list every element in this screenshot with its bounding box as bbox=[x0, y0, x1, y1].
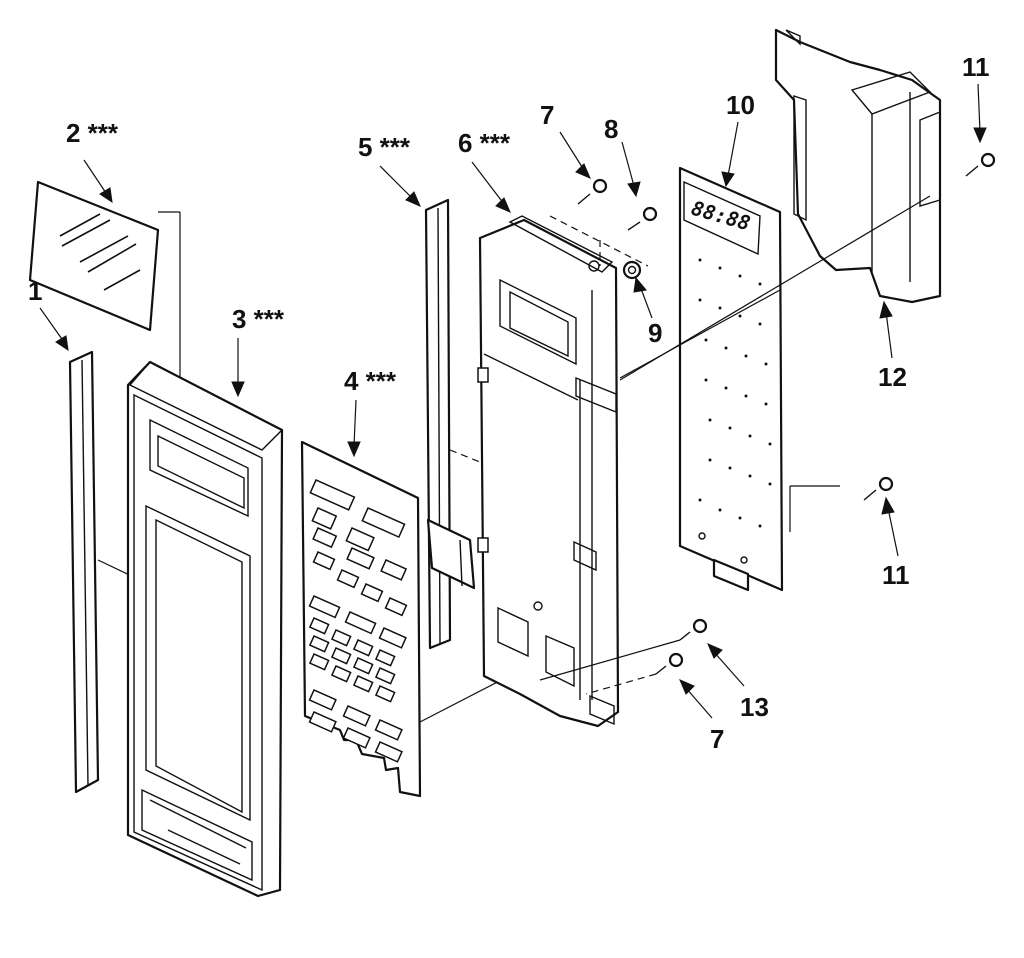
label-part-2: 2 *** bbox=[66, 118, 119, 148]
screw-11-top bbox=[965, 152, 996, 177]
screw-7-top bbox=[577, 178, 608, 205]
label-part-10: 10 bbox=[726, 90, 755, 120]
part-3-door-frame bbox=[126, 360, 284, 898]
label-part-3: 3 *** bbox=[232, 304, 285, 334]
label-part-9: 9 bbox=[648, 318, 662, 348]
board-dot-pattern bbox=[698, 258, 772, 528]
screw-8 bbox=[627, 206, 658, 231]
part-1-side-strip bbox=[68, 350, 141, 794]
label-part-13: 13 bbox=[740, 692, 769, 722]
label-part-11-top: 11 bbox=[962, 52, 990, 82]
leader-arrows bbox=[39, 83, 987, 719]
label-part-1: 1 bbox=[28, 276, 42, 306]
part-10-circuit-board: 88:88 bbox=[619, 166, 840, 592]
part-12-rear-bracket bbox=[619, 28, 942, 381]
label-part-8: 8 bbox=[604, 114, 618, 144]
part-2-window-glass bbox=[28, 180, 181, 440]
part-5-connector-strip bbox=[424, 198, 501, 650]
label-part-7-top: 7 bbox=[540, 100, 554, 130]
screw-7-bottom bbox=[585, 652, 684, 695]
nut-9 bbox=[622, 260, 642, 280]
label-part-4: 4 *** bbox=[344, 366, 397, 396]
label-part-12: 12 bbox=[878, 362, 907, 392]
screw-11-right bbox=[863, 476, 894, 501]
part-4-keypad-membrane bbox=[300, 440, 541, 798]
part-6-control-housing bbox=[477, 215, 649, 728]
part-labels: 2 *** 1 3 *** 4 *** 5 *** 6 *** 7 8 9 10… bbox=[28, 52, 990, 754]
screw-13 bbox=[539, 618, 708, 681]
label-part-6: 6 *** bbox=[458, 128, 511, 158]
label-part-5: 5 *** bbox=[358, 132, 411, 162]
label-part-7-bottom: 7 bbox=[710, 724, 724, 754]
label-part-11-right: 11 bbox=[882, 560, 910, 590]
